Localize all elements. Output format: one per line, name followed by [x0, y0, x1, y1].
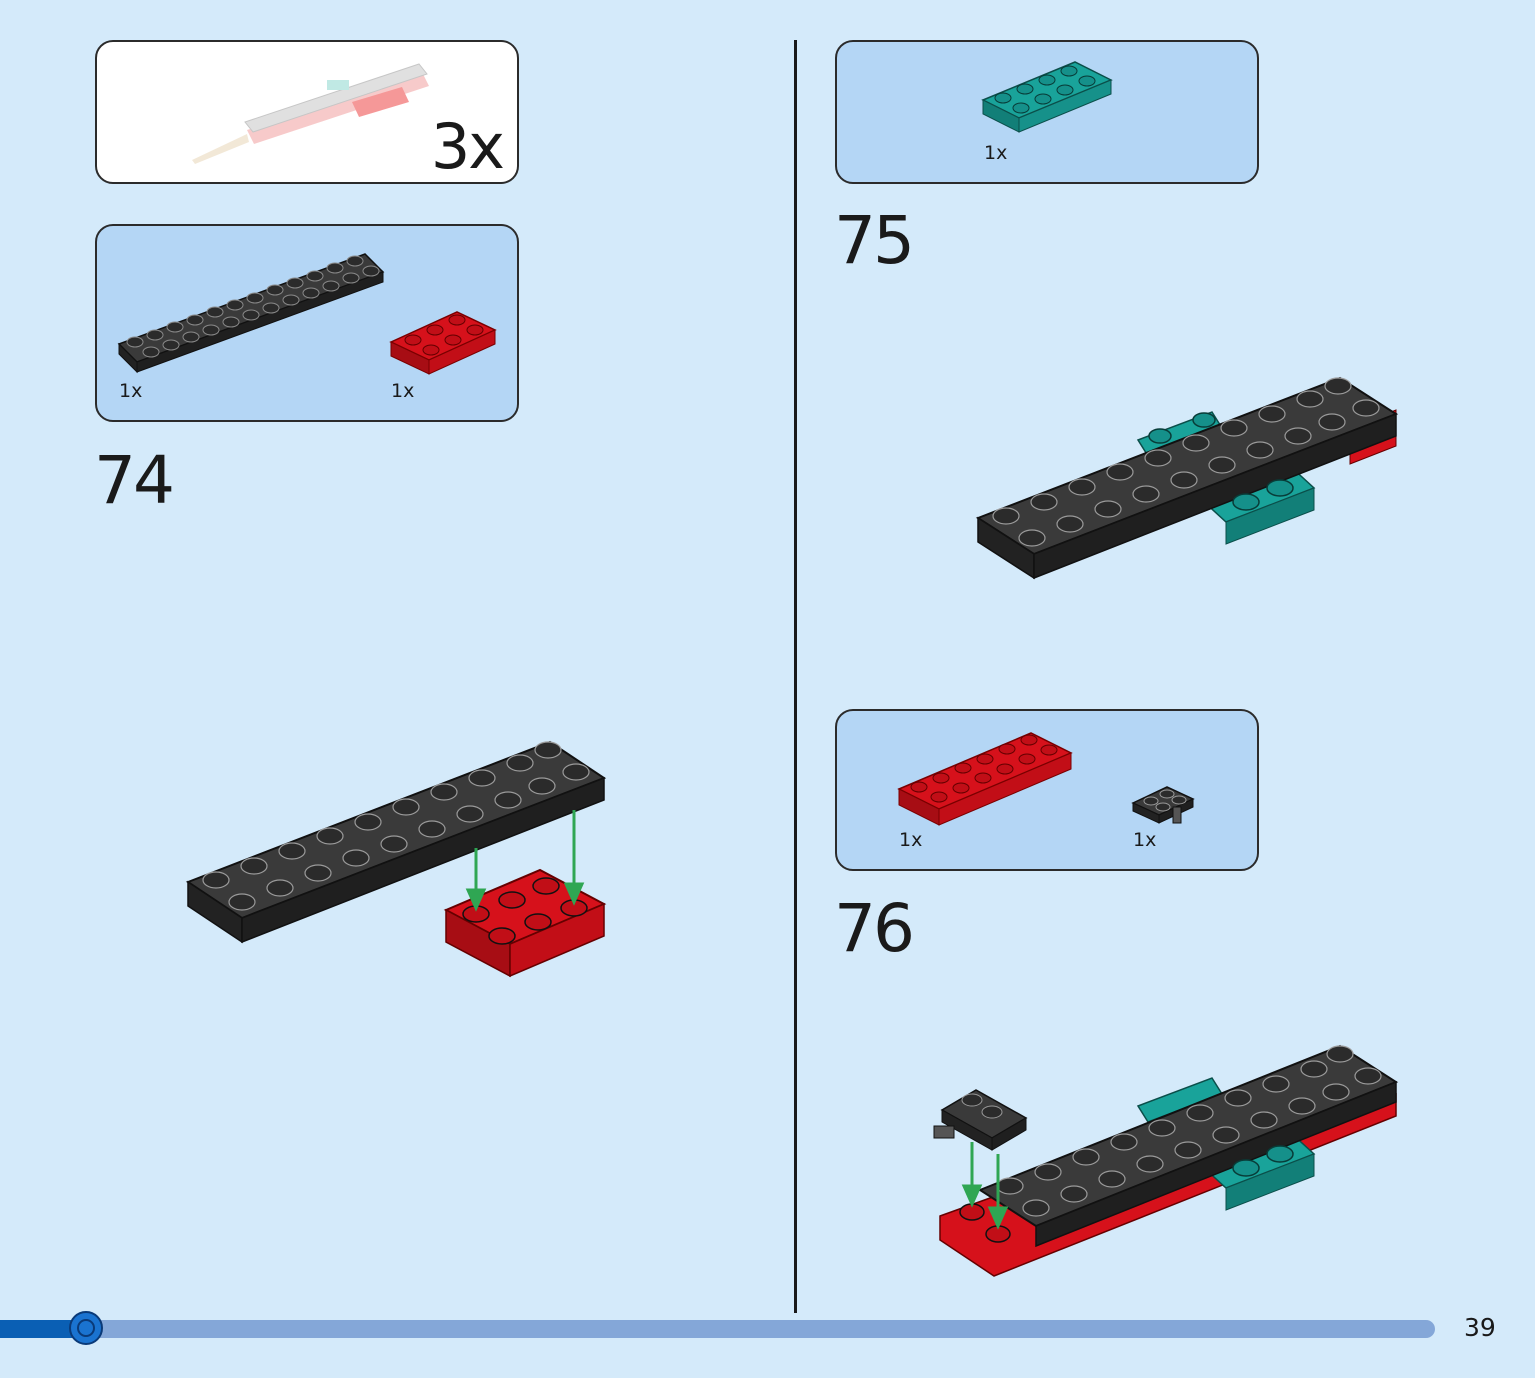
part-quantity: 1x — [984, 142, 1008, 164]
progress-track — [0, 1320, 1435, 1338]
submodel-multiplier: 3x — [430, 110, 505, 183]
progress-knob[interactable] — [69, 1311, 103, 1345]
dark-gray-clip-plate — [1131, 786, 1195, 824]
submodel-preview-image — [192, 63, 429, 164]
dark-gray-plate-2x12 — [117, 253, 385, 374]
submodel-callout: 3x — [95, 40, 519, 184]
part-quantity: 1x — [391, 380, 415, 402]
red-plate-2x6 — [897, 732, 1073, 826]
page-number: 39 — [1464, 1313, 1496, 1342]
teal-plate-2x4 — [981, 61, 1113, 133]
part-quantity: 1x — [119, 380, 143, 402]
red-plate-2x3 — [389, 311, 497, 375]
step76-parts-callout: 1x 1x — [835, 709, 1259, 871]
step74-assembly-image — [185, 740, 607, 978]
step-number: 75 — [834, 202, 915, 279]
part-quantity: 1x — [899, 829, 923, 851]
step76-assembly-image — [933, 1044, 1399, 1277]
step-number: 76 — [834, 890, 915, 967]
step74-parts-callout: 1x 1x — [95, 224, 519, 422]
step75-assembly-image — [975, 376, 1399, 580]
step-number: 74 — [94, 442, 175, 519]
step75-parts-callout: 1x — [835, 40, 1259, 184]
progress-fill — [0, 1320, 86, 1338]
part-quantity: 1x — [1133, 829, 1157, 851]
column-divider — [794, 40, 797, 1313]
